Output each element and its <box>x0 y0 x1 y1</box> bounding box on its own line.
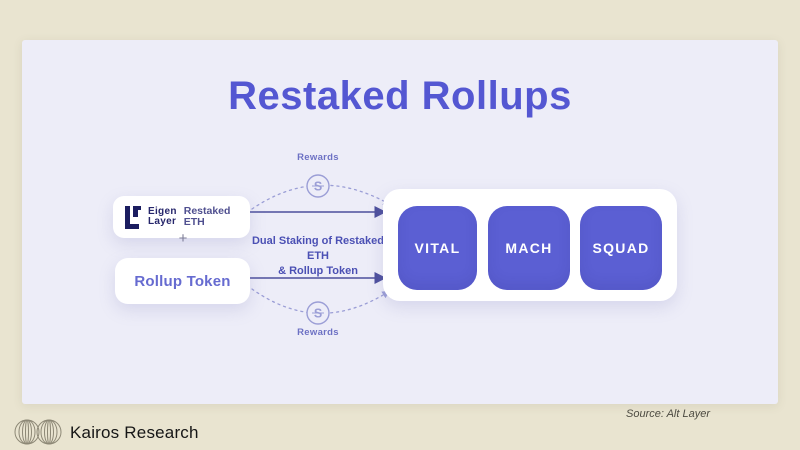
avs-vital-label: VITAL <box>414 240 461 256</box>
eigenlayer-logo-icon <box>125 205 141 229</box>
avs-box-mach: MACH <box>488 206 570 290</box>
dual-staking-caption: Dual Staking of Restaked ETH & Rollup To… <box>240 234 396 279</box>
rollup-token-card: Rollup Token <box>115 258 250 304</box>
brand-name: Kairos Research <box>70 423 199 442</box>
page-title: Restaked Rollups <box>228 74 572 118</box>
eigenlayer-brand-line1: Eigen <box>148 206 177 217</box>
eigenlayer-brand-text: Eigen Layer <box>148 207 177 227</box>
plus-sign: + <box>178 230 188 247</box>
avs-mach-label: MACH <box>505 240 553 256</box>
restaked-eth-label: Restaked ETH <box>184 206 231 228</box>
eigenlayer-brand-line2: Layer <box>148 216 177 227</box>
rewards-label-top: Rewards <box>297 152 339 163</box>
restaked-eth-line1: Restaked <box>183 205 231 217</box>
avs-squad-label: SQUAD <box>592 240 650 256</box>
rewards-label-bottom: Rewards <box>297 327 339 338</box>
dual-staking-line1: Dual Staking of Restaked ETH <box>251 235 385 262</box>
kairos-logo-icon <box>14 419 62 445</box>
avs-box-vital: VITAL <box>398 206 477 290</box>
restaked-eth-card: Eigen Layer Restaked ETH <box>113 196 250 238</box>
dual-staking-line2: & Rollup Token <box>278 265 358 277</box>
restaked-eth-line2: ETH <box>183 216 205 228</box>
source-note: Source: Alt Layer <box>626 408 710 420</box>
avs-box-squad: SQUAD <box>580 206 662 290</box>
rollup-token-label: Rollup Token <box>134 272 231 290</box>
